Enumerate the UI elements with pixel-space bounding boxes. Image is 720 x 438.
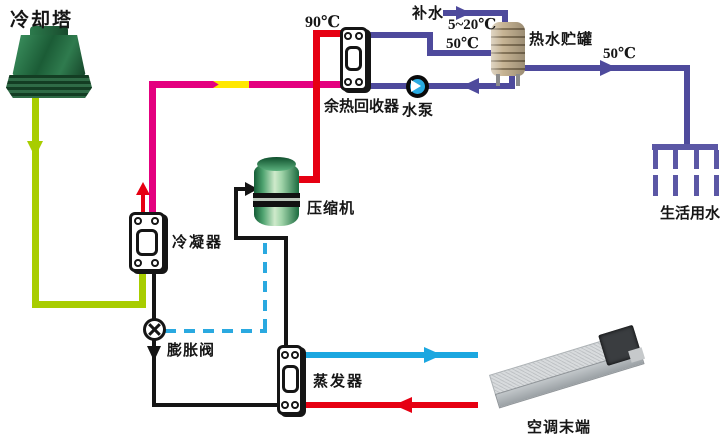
- pipe-condenser-vent: [141, 194, 145, 214]
- pipe-recovery-to-condenser-v: [149, 85, 156, 218]
- manifold-bar: [652, 144, 718, 150]
- label-temp-domestic: 50℃: [603, 46, 636, 62]
- pipe-hot-gas-h1: [296, 176, 320, 183]
- pipe-hot-gas-h2: [313, 30, 343, 37]
- label-temp-90: 90℃: [305, 14, 341, 31]
- label-domestic-water: 生活用水: [660, 205, 720, 222]
- label-evaporator: 蒸发器: [313, 373, 365, 390]
- pump-icon: [406, 75, 429, 98]
- pipe-evaporator-up: [284, 238, 288, 348]
- label-hot-water-tank: 热水贮罐: [529, 31, 594, 48]
- ac-terminal-graphic: [487, 324, 646, 411]
- condenser-exchanger: [129, 212, 165, 272]
- hot-water-tank-graphic: [491, 22, 525, 88]
- label-cooling-tower: 冷却塔: [10, 10, 74, 31]
- flow-arrow-right-cyan-icon: [424, 347, 442, 363]
- pipe-makeup-v: [502, 10, 508, 30]
- evaporator-exchanger: [277, 345, 303, 415]
- flow-arrow-left-purple-icon: [462, 78, 479, 94]
- pipe-tower-down: [32, 97, 39, 308]
- flow-arrow-up-red-icon: [136, 182, 150, 195]
- pipe-hot-gas-v: [313, 30, 320, 183]
- sensing-line-h: [165, 329, 267, 333]
- label-makeup-water: 补水: [412, 5, 445, 22]
- heat-recovery-exchanger: [340, 27, 368, 91]
- pipe-tank-bottom-v: [509, 76, 515, 89]
- pipe-recovery-out-v: [427, 32, 433, 56]
- label-expansion-valve: 膨胀阀: [167, 342, 216, 359]
- label-condenser: 冷凝器: [172, 234, 224, 251]
- manifold-drip: [714, 175, 719, 196]
- expansion-valve-icon: [143, 318, 166, 341]
- flow-arrow-down-green-icon: [27, 141, 43, 157]
- pipe-tower-bottom: [32, 301, 146, 308]
- pipe-domestic-v: [684, 65, 690, 147]
- manifold-drop: [673, 150, 678, 169]
- manifold-drop: [714, 150, 719, 169]
- tower-body: [12, 35, 86, 77]
- label-water-pump: 水泵: [402, 102, 435, 119]
- pipe-valve-down: [152, 340, 156, 407]
- label-compressor: 压缩机: [307, 200, 356, 217]
- pipe-chilled-return: [301, 402, 478, 408]
- manifold-drop: [653, 150, 658, 169]
- pipe-suction-h1: [234, 236, 288, 240]
- pipe-recovery-out-h1: [366, 32, 433, 38]
- manifold-drip: [673, 175, 678, 196]
- pipe-tower-to-condenser: [139, 269, 146, 308]
- pipe-condenser-to-valve: [152, 269, 156, 321]
- pipe-to-evaporator-h: [152, 403, 282, 407]
- pipe-recovery-out-h2: [427, 50, 497, 56]
- manifold-drop: [694, 150, 699, 169]
- flow-arrow-right-purple-makeup-icon: [456, 6, 471, 20]
- compressor-graphic: [253, 157, 300, 228]
- flow-arrow-left-red-icon: [394, 397, 412, 413]
- pipe-tank-to-pump: [366, 83, 515, 89]
- pipe-makeup-h: [443, 10, 508, 16]
- flow-arrow-down-black-icon: [147, 346, 161, 361]
- tower-louvers: [6, 75, 92, 98]
- label-temp-recovery-out: 50℃: [446, 36, 479, 52]
- manifold-drip: [694, 175, 699, 196]
- label-temp-makeup: 5~20℃: [448, 17, 497, 33]
- sensing-line-v: [263, 243, 267, 333]
- cooling-tower-graphic: [6, 26, 92, 102]
- pipe-suction-v: [234, 187, 238, 240]
- manifold-drip: [653, 175, 658, 196]
- pipe-chilled-supply: [301, 352, 478, 358]
- label-heat-recovery: 余热回收器: [324, 98, 400, 115]
- pipe-yellow-segment: [213, 81, 249, 88]
- flow-arrow-right-purple-domestic-icon: [600, 60, 617, 76]
- label-ac-terminal: 空调末端: [527, 419, 592, 436]
